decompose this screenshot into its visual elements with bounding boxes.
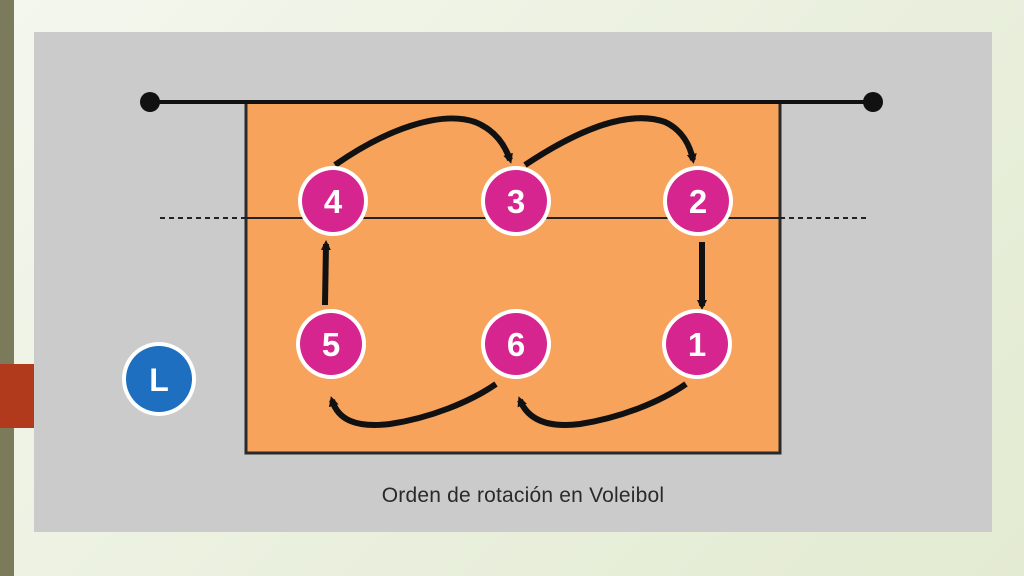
player-3: 3 — [481, 166, 551, 236]
net-post-left — [140, 92, 160, 112]
diagram-caption: Orden de rotación en Voleibol — [34, 484, 992, 508]
arrow-4-to-3 — [333, 115, 513, 168]
left-accent-bar — [0, 0, 14, 576]
player-5: 5 — [296, 309, 366, 379]
player-1: 1 — [662, 309, 732, 379]
caption-text: Orden de rotación en Voleibol — [381, 484, 665, 507]
arrow-3-to-2 — [523, 115, 697, 168]
player-3-label: 3 — [507, 183, 525, 220]
libero-badge: L — [122, 342, 196, 416]
arrow-1-to-6 — [517, 381, 688, 428]
player-1-label: 1 — [688, 326, 706, 363]
red-accent-tab — [0, 364, 34, 428]
player-2-label: 2 — [689, 183, 707, 220]
arrow-5-to-4 — [320, 240, 331, 306]
player-4: 4 — [298, 166, 368, 236]
player-5-label: 5 — [322, 326, 340, 363]
player-4-label: 4 — [324, 183, 343, 220]
player-2: 2 — [663, 166, 733, 236]
player-6: 6 — [481, 309, 551, 379]
net-post-right — [863, 92, 883, 112]
libero-badge-label: L — [149, 362, 169, 398]
player-6-label: 6 — [507, 326, 525, 363]
arrow-6-to-5 — [328, 381, 498, 428]
